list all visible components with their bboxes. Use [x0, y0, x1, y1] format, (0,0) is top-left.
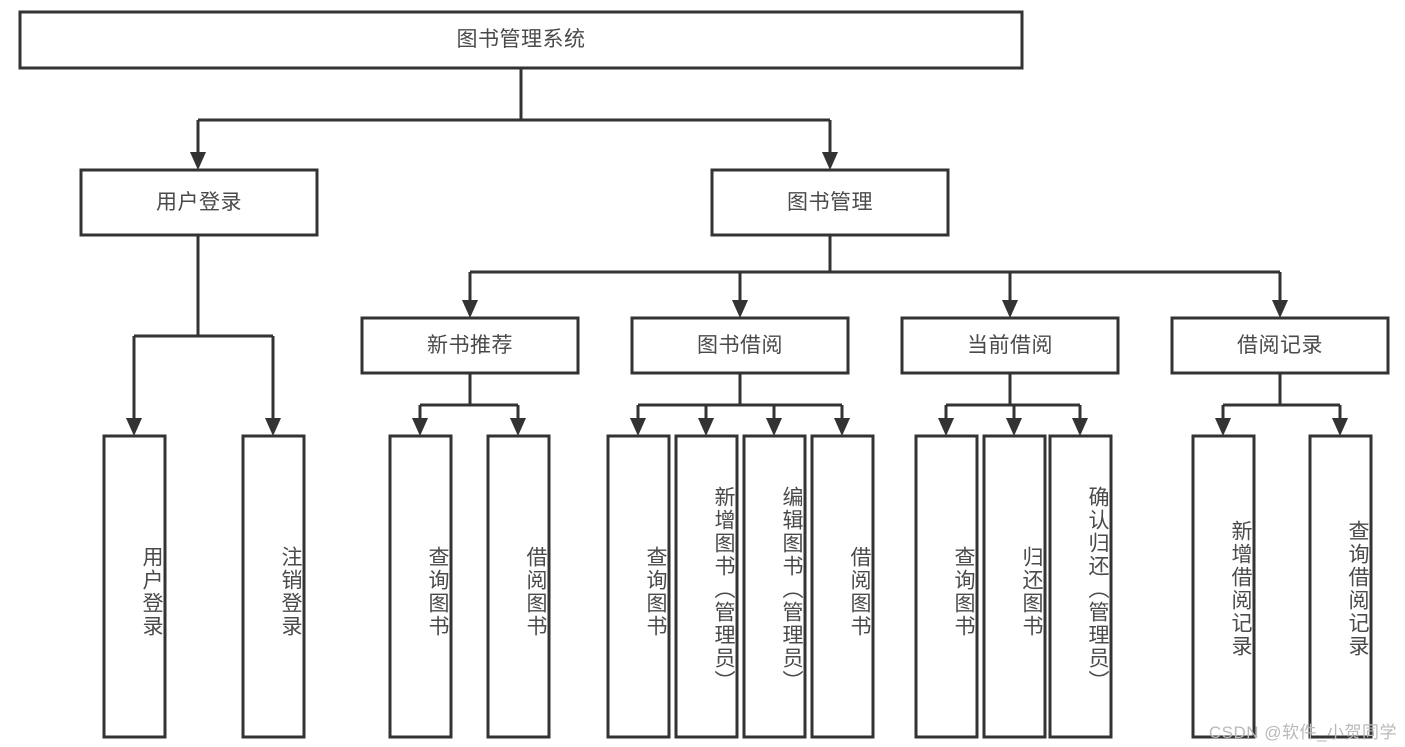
- node-leaf-user-login[interactable]: [102, 434, 167, 739]
- connector-current-borrow-bus: [938, 373, 1088, 436]
- node-leaf-query-book-3[interactable]: [914, 434, 979, 739]
- node-user-login[interactable]: [79, 168, 319, 237]
- node-new-book-recommend[interactable]: [360, 316, 580, 375]
- node-leaf-add-book[interactable]: [674, 434, 739, 739]
- node-current-borrow[interactable]: [900, 316, 1120, 375]
- node-leaf-query-book-1[interactable]: [388, 434, 453, 739]
- node-leaf-logout[interactable]: [241, 434, 306, 739]
- connector-root-bus: [198, 68, 830, 122]
- connector-borrow-record-bus: [1215, 373, 1348, 436]
- csdn-watermark: CSDN @软件_小贺同学: [1208, 723, 1397, 742]
- connector-user-login-bus: [126, 235, 281, 436]
- node-root[interactable]: [18, 10, 1024, 70]
- node-leaf-add-record[interactable]: [1191, 434, 1256, 739]
- node-leaf-borrow-book-2[interactable]: [810, 434, 875, 739]
- connector-book-management-bus: [462, 235, 1288, 318]
- node-leaf-query-record[interactable]: [1308, 434, 1373, 739]
- connector-book-borrow-bus: [630, 373, 850, 436]
- node-leaf-borrow-book-1[interactable]: [486, 434, 551, 739]
- node-leaf-return-book[interactable]: [982, 434, 1047, 739]
- connector-new-book-recommend-bus: [412, 373, 526, 436]
- node-book-borrow[interactable]: [630, 316, 850, 375]
- connector-root-to-user-login: [190, 120, 206, 170]
- node-book-management[interactable]: [710, 168, 950, 237]
- node-leaf-confirm-return[interactable]: [1048, 434, 1113, 739]
- connector-root-to-book-management: [822, 120, 838, 170]
- node-leaf-query-book-2[interactable]: [606, 434, 671, 739]
- node-leaf-edit-book[interactable]: [742, 434, 807, 739]
- node-borrow-record[interactable]: [1170, 316, 1390, 375]
